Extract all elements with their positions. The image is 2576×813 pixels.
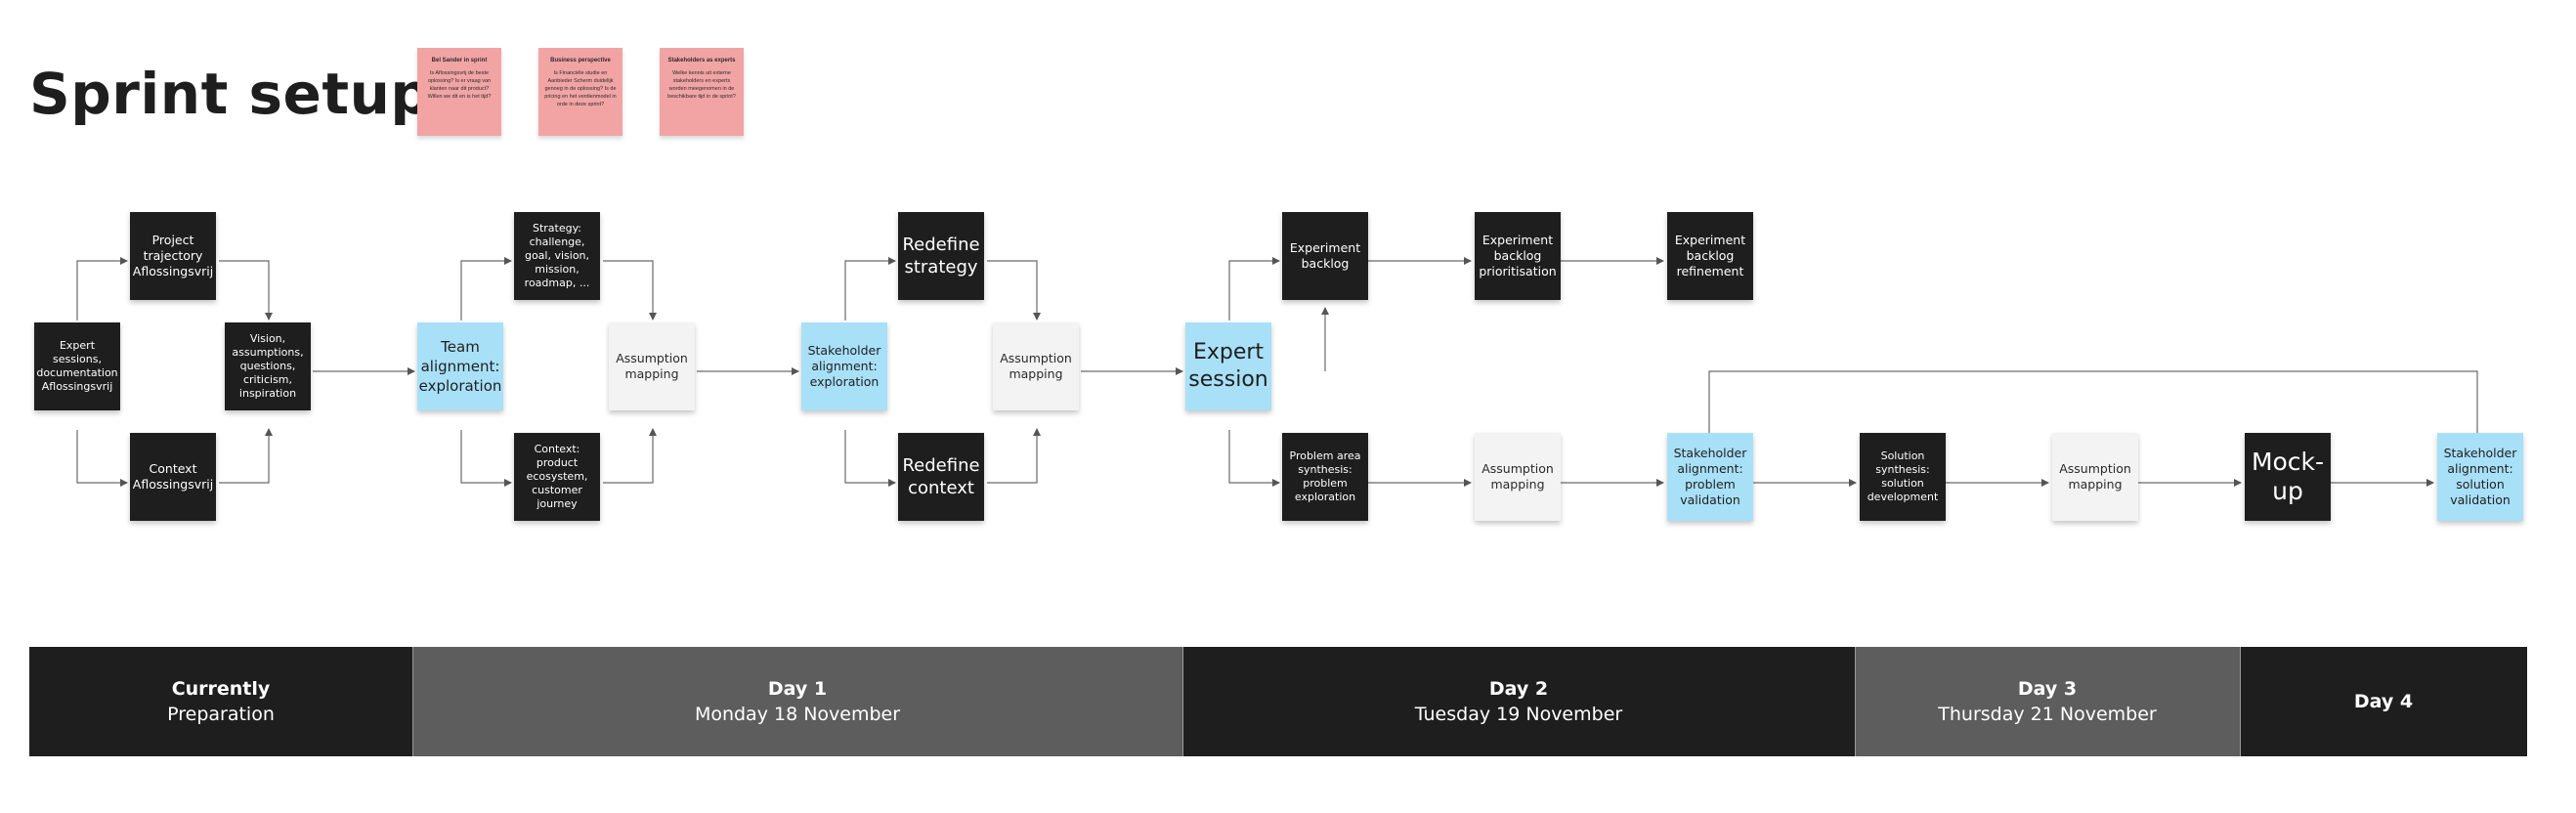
timeline-label: Day 2 — [1488, 678, 1549, 700]
sticky-heading: Stakeholders as experts — [667, 58, 736, 64]
timeline-label: Day 3 — [2017, 678, 2078, 700]
sticky-note[interactable]: Stakeholders as experts Welke kennis uit… — [660, 48, 744, 136]
timeline-day-2: Day 2 Tuesday 19 November — [1182, 647, 1855, 756]
timeline-divider — [412, 647, 413, 756]
timeline-label: Day 1 — [767, 678, 828, 700]
page-title: Sprint setup — [29, 61, 432, 127]
node-assumption-mapping-1[interactable]: Assumption mapping — [609, 322, 695, 410]
node-backlog-refinement[interactable]: Experiment backlog refinement — [1667, 212, 1753, 300]
timeline-divider — [2240, 647, 2241, 756]
node-problem-area[interactable]: Problem area synthesis: problem explorat… — [1282, 433, 1368, 521]
timeline-preparation: Currently Preparation — [29, 647, 412, 756]
node-experiment-backlog[interactable]: Experiment backlog — [1282, 212, 1368, 300]
node-backlog-prioritisation[interactable]: Experiment backlog prioritisation — [1475, 212, 1561, 300]
timeline-day-4: Day 4 — [2240, 647, 2527, 756]
node-expert-sessions[interactable]: Expert sessions, documentation Aflossing… — [34, 322, 120, 410]
sticky-note[interactable]: Business perspective Is Financiële studi… — [538, 48, 623, 136]
timeline-divider — [1182, 647, 1183, 756]
timeline-sub: Monday 18 November — [694, 704, 901, 725]
node-mockup[interactable]: Mock-up — [2245, 433, 2331, 521]
sticky-body: Welke kennis uit externe stakeholders en… — [667, 70, 736, 100]
node-assumption-mapping-2[interactable]: Assumption mapping — [993, 322, 1079, 410]
node-context-aflossingsvrij[interactable]: Context Aflossingsvrij — [130, 433, 216, 521]
timeline-sub: Preparation — [167, 704, 275, 725]
node-stakeholder-exploration[interactable]: Stakeholder alignment: exploration — [801, 322, 887, 410]
timeline-sub: Tuesday 19 November — [1414, 704, 1623, 725]
timeline-label: Currently — [171, 678, 271, 700]
node-stakeholder-problem[interactable]: Stakeholder alignment: problem validatio… — [1667, 433, 1753, 521]
node-expert-session[interactable]: Expert session — [1185, 322, 1271, 410]
node-strategy[interactable]: Strategy: challenge, goal, vision, missi… — [514, 212, 600, 300]
timeline-day-1: Day 1 Monday 18 November — [412, 647, 1182, 756]
node-stakeholder-solution[interactable]: Stakeholder alignment: solution validati… — [2437, 433, 2523, 521]
node-solution-synthesis[interactable]: Solution synthesis: solution development — [1860, 433, 1946, 521]
node-project-trajectory[interactable]: Project trajectory Aflossingsvrij — [130, 212, 216, 300]
sticky-heading: Business perspective — [550, 58, 611, 64]
sticky-note[interactable]: Bel Sander in sprint Is Aflossingsvrij d… — [417, 48, 501, 136]
node-vision[interactable]: Vision, assumptions, questions, criticis… — [225, 322, 311, 410]
sticky-body: Is Aflossingsvrij de beste oplossing? Is… — [427, 70, 492, 100]
timeline-divider — [1855, 647, 1856, 756]
timeline-day-3: Day 3 Thursday 21 November — [1855, 647, 2240, 756]
node-redefine-strategy[interactable]: Redefine strategy — [898, 212, 984, 300]
node-context-product[interactable]: Context: product ecosystem, customer jou… — [514, 433, 600, 521]
timeline-label: Day 4 — [2353, 691, 2414, 712]
sticky-heading: Bel Sander in sprint — [431, 58, 488, 64]
sticky-body: Is Financiële studie en Aanbieder Scherm… — [544, 70, 617, 107]
node-assumption-mapping-4[interactable]: Assumption mapping — [2052, 433, 2138, 521]
node-assumption-mapping-3[interactable]: Assumption mapping — [1475, 433, 1561, 521]
node-redefine-context[interactable]: Redefine context — [898, 433, 984, 521]
node-team-alignment[interactable]: Team alignment: exploration — [417, 322, 503, 410]
timeline-sub: Thursday 21 November — [1938, 704, 2157, 725]
